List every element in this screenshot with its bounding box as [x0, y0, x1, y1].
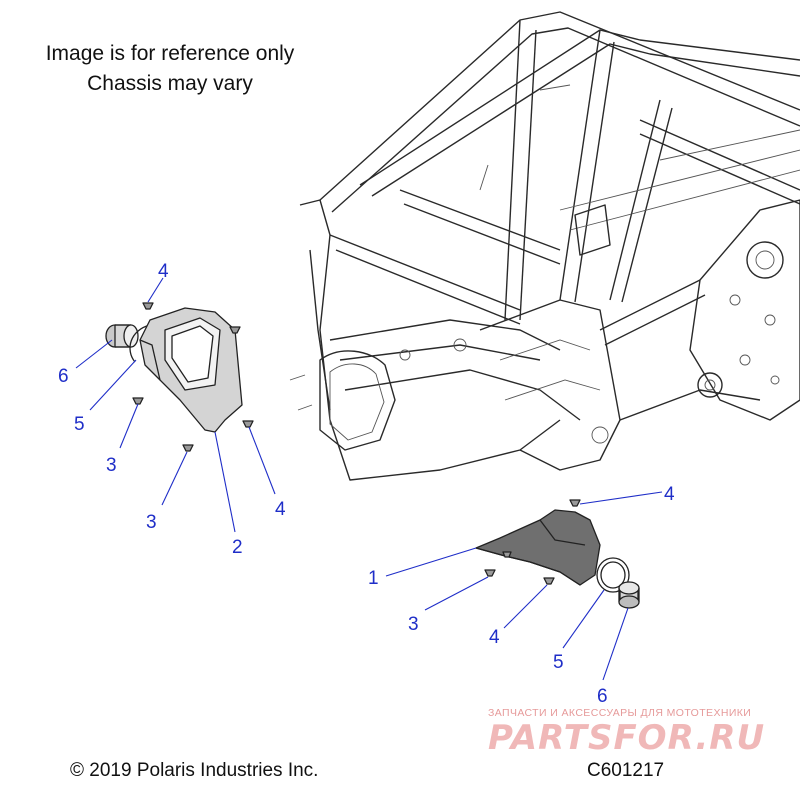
callout-4-lower-right: 4 — [489, 627, 500, 648]
fastener-4-top-left — [142, 302, 154, 310]
callout-4-top-right: 4 — [664, 484, 675, 505]
fastener-4-lower-right — [543, 577, 555, 585]
fastener-clip-right — [502, 551, 512, 558]
callout-6-right: 6 — [597, 686, 608, 707]
fastener-3-lower-left — [182, 444, 194, 452]
fastener-3-right — [484, 569, 496, 577]
copyright-text: © 2019 Polaris Industries Inc. — [70, 760, 319, 781]
callout-3-lower-left: 3 — [146, 512, 157, 533]
fastener-3-upper-left — [132, 397, 144, 405]
callout-3-upper-left: 3 — [106, 455, 117, 476]
clamp-part-5-left — [129, 324, 151, 363]
left-duct-assembly — [105, 302, 254, 452]
callout-5-right: 5 — [553, 652, 564, 673]
watermark-tagline: ЗАПЧАСТИ И АКСЕССУАРЫ ДЛЯ МОТОТЕХНИКИ — [488, 707, 752, 719]
fastener-4-right-left — [242, 420, 254, 428]
reference-note: Image is for reference only — [45, 42, 295, 65]
fastener-clip-left — [229, 326, 241, 334]
grommet-part-6-right — [618, 581, 640, 609]
callout-2: 2 — [232, 537, 243, 558]
callout-4-top-left: 4 — [158, 261, 169, 282]
leader-lines — [75, 277, 663, 681]
callout-3-right: 3 — [408, 614, 419, 635]
callout-5-left: 5 — [74, 414, 85, 435]
callout-1: 1 — [368, 568, 379, 589]
grommet-part-6-left — [105, 324, 139, 348]
callout-4-right-left: 4 — [275, 499, 286, 520]
watermark-logo: PARTSFOR.RU — [488, 718, 766, 758]
diagram-code: C601217 — [587, 760, 665, 781]
chassis-frame — [289, 11, 800, 481]
clamp-part-5-right — [596, 557, 630, 593]
callout-labels: 4 6 5 3 3 2 4 4 1 3 4 5 6 — [58, 261, 675, 707]
fastener-4-top-right — [569, 499, 581, 507]
duct-part-1 — [475, 509, 601, 586]
callout-6-left: 6 — [58, 366, 69, 387]
chassis-note: Chassis may vary — [87, 72, 253, 95]
right-duct-assembly — [475, 499, 640, 609]
